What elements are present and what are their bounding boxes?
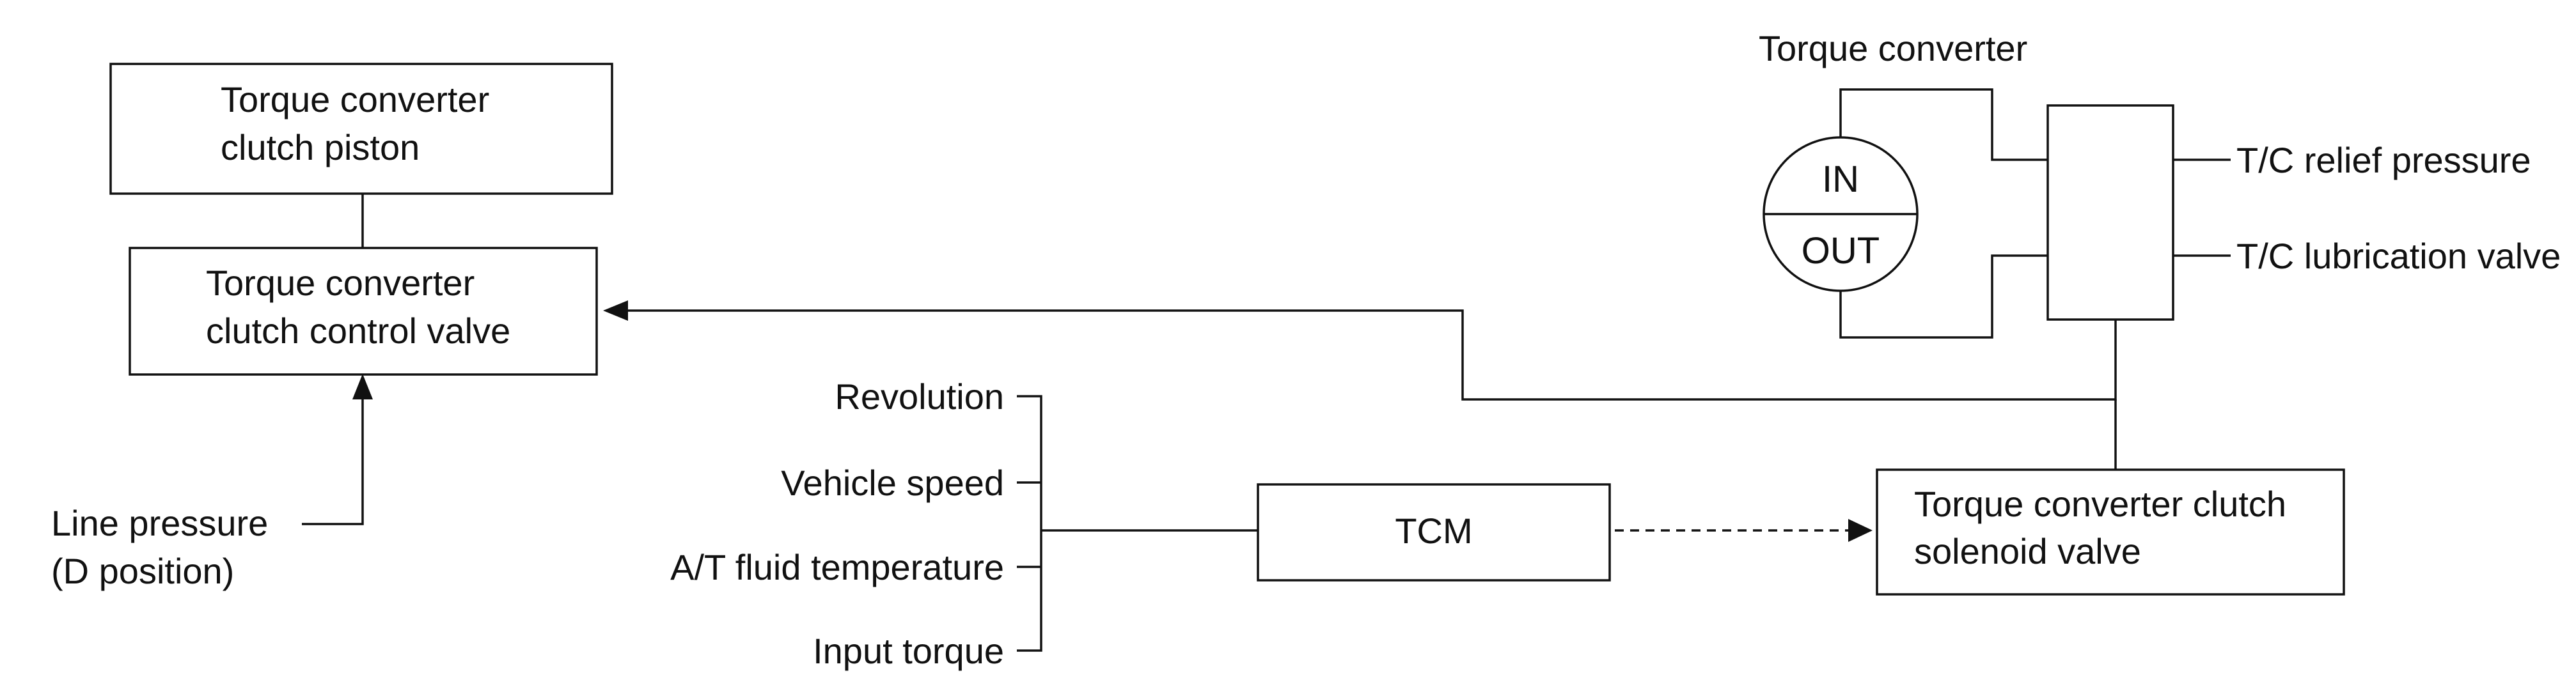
clutch-control-valve-box — [129, 247, 598, 376]
clutch-piston-box — [109, 63, 613, 195]
line-pressure-feed-line — [302, 391, 364, 525]
control-valve-arrowhead — [603, 300, 628, 321]
line-pressure-label-line2: (D position) — [51, 551, 234, 591]
tcm-signal-arrowhead — [1848, 519, 1873, 542]
control-valve-label-line2: clutch control valve — [206, 311, 510, 351]
tc-out-line — [1839, 254, 2048, 339]
clutch-piston-label-line2: clutch piston — [221, 127, 420, 167]
clutch-piston-label-line1: Torque converter — [221, 79, 489, 120]
input-fluid-temp-label: A/T fluid temperature — [670, 547, 1004, 587]
control-valve-label-line1: Torque converter — [206, 263, 475, 303]
input-vehicle-speed-label: Vehicle speed — [781, 463, 1004, 503]
tc-out-label: OUT — [1802, 230, 1880, 272]
tcm-box — [1257, 483, 1611, 582]
input-revolution-label: Revolution — [835, 376, 1004, 417]
line-pressure-arrowhead — [352, 374, 373, 399]
lubrication-valve-label: T/C lubrication valve — [2236, 236, 2561, 276]
solenoid-label-line2: solenoid valve — [1914, 531, 2141, 571]
torque-converter-title: Torque converter — [1759, 28, 2027, 68]
solenoid-label-line1: Torque converter clutch — [1914, 484, 2286, 524]
revolution-input-line — [1017, 395, 1042, 652]
input-torque-label: Input torque — [813, 631, 1004, 671]
tcm-label: TCM — [1395, 511, 1472, 551]
relief-pressure-label: T/C relief pressure — [2236, 140, 2531, 180]
tc-in-label: IN — [1822, 158, 1859, 200]
line-pressure-label-line1: Line pressure — [51, 503, 268, 543]
relief-valve-box — [2046, 104, 2174, 321]
solenoid-valve-box — [1876, 468, 2345, 596]
solenoid-to-valve-feedback-line — [624, 309, 2117, 401]
tc-in-line — [1839, 88, 2048, 161]
